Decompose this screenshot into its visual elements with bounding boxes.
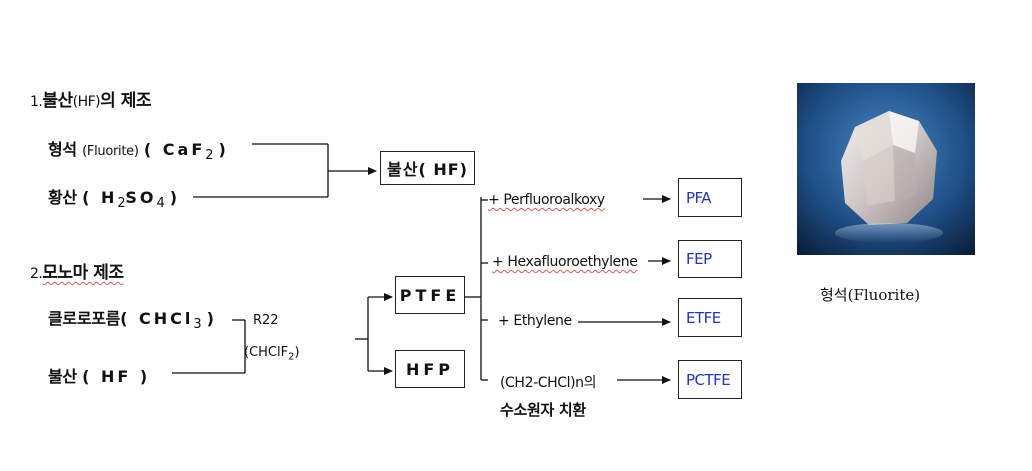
hf-box: 불산( HF) <box>380 151 475 185</box>
branch-substitution-line1: (CH2-CHCl)n의 <box>500 375 597 391</box>
photo-caption: 형석(Fluorite) <box>820 286 921 304</box>
branch-perfluoroalkoxy: + Perfluoroalkoxy <box>488 192 605 208</box>
branch-hexafluoroethylene: + Hexafluoroethylene <box>492 254 638 270</box>
chloroform-label: 클로로포름( CHCl3 ) <box>48 309 214 333</box>
output-fep-box: FEP <box>678 240 742 278</box>
branch-ethylene: + Ethylene <box>498 313 572 329</box>
section1-title: 1.불산(HF)의 제조 <box>30 91 151 111</box>
ptfe-box: PTFE <box>395 276 465 314</box>
output-pfa-box: PFA <box>678 178 742 217</box>
output-pctfe-box: PCTFE <box>678 360 742 399</box>
hfp-box: HFP <box>395 350 465 388</box>
fluorite-photo <box>797 83 975 255</box>
section2-title: 2.모노마 제조 <box>30 263 124 283</box>
fluorite-crystal-illustration <box>797 83 975 255</box>
r22-label: R22 <box>253 313 279 328</box>
fluorite-label: 형석 (Fluorite) ( CaF2 ) <box>48 140 226 164</box>
chclf2-label: (CHClF2) <box>244 345 300 363</box>
branch-substitution-line2: 수소원자 치환 <box>500 401 586 419</box>
sulfuric-acid-label: 황산 ( H2SO4 ) <box>48 188 177 212</box>
output-etfe-box: ETFE <box>678 298 742 337</box>
hf-label-section2: 불산 ( HF ) <box>48 367 151 386</box>
